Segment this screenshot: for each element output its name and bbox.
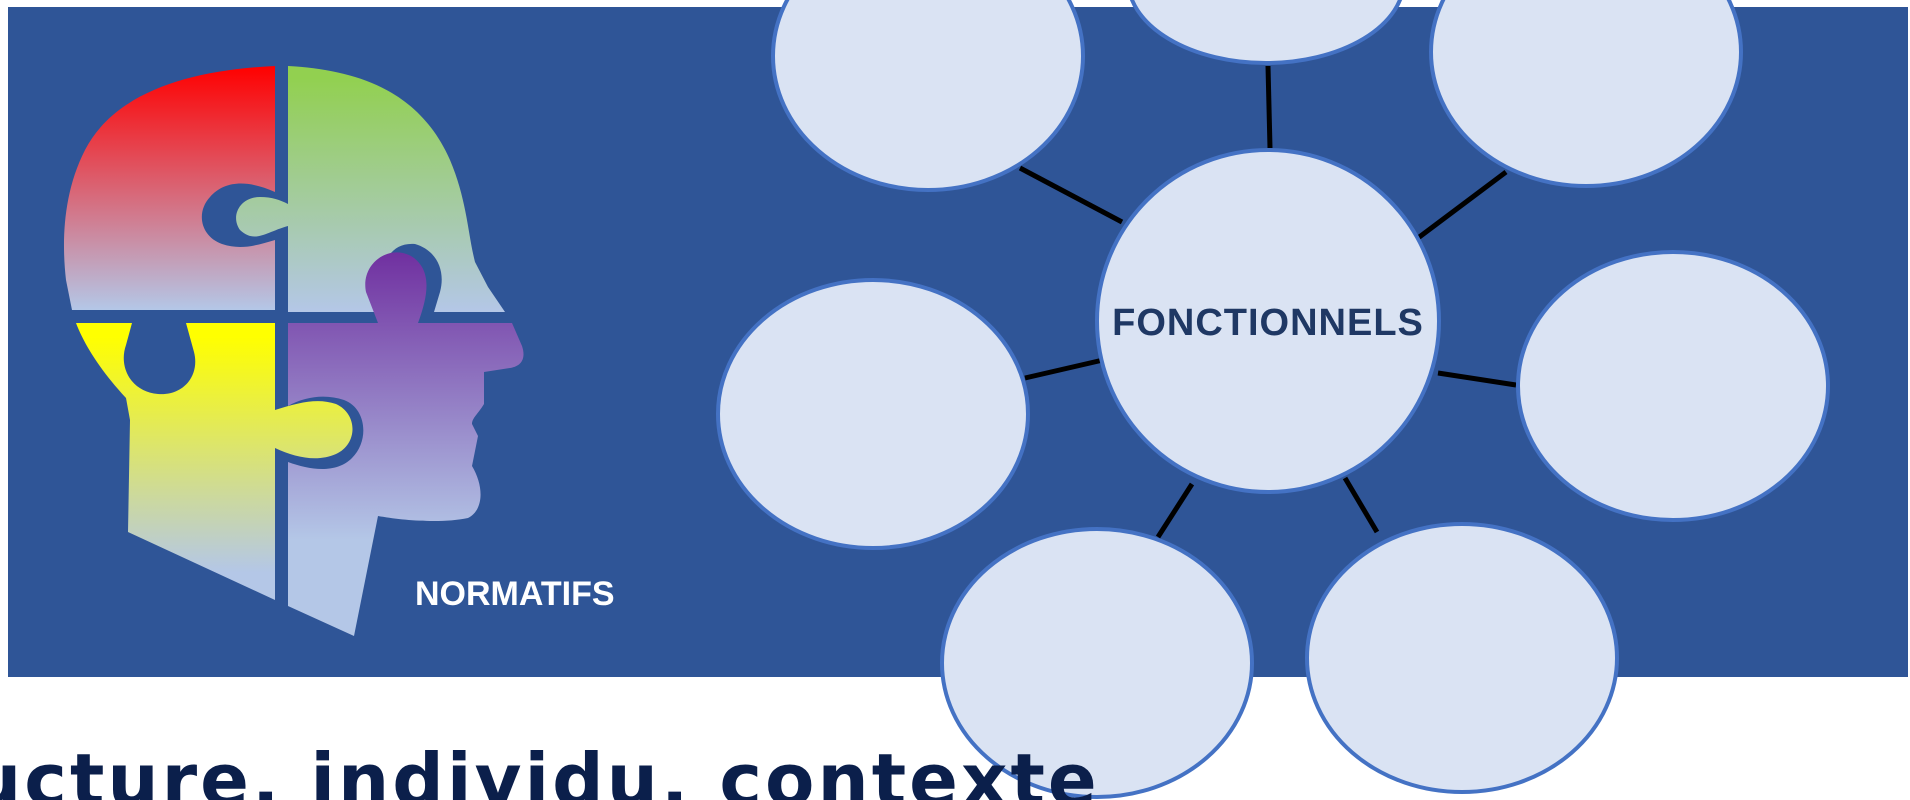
bubble-right: [1516, 250, 1830, 522]
bottom-title: ucture, individu, contexte: [0, 738, 1100, 800]
connector-top-right: [1416, 170, 1508, 240]
puzzle-piece-green: [236, 66, 505, 312]
bubbles: [716, 0, 1830, 799]
bubble-top: [1129, 0, 1403, 65]
puzzle-head-icon: [63, 66, 524, 636]
connector-right: [1437, 370, 1517, 388]
bubble-bottom-left: [940, 527, 1254, 799]
bubble-bottom-right: [1305, 522, 1619, 794]
head-label: NORMATIFS: [415, 575, 615, 613]
connector-bottom-right: [1342, 476, 1380, 534]
connector-lines: [1018, 65, 1517, 539]
connector-left: [1024, 357, 1104, 381]
bubble-left: [716, 278, 1030, 550]
bubble-top-right: [1429, 0, 1743, 188]
connector-top-left: [1018, 165, 1124, 225]
puzzle-piece-purple: [288, 252, 524, 636]
puzzle-piece-red: [63, 66, 275, 310]
center-bubble-label: FONCTIONNELS: [1112, 302, 1424, 344]
connector-top: [1265, 65, 1273, 149]
puzzle-piece-yellow: [76, 323, 353, 600]
bubble-center: [1095, 148, 1441, 494]
bubble-top-left: [771, 0, 1085, 192]
connector-bottom-left: [1155, 482, 1195, 539]
